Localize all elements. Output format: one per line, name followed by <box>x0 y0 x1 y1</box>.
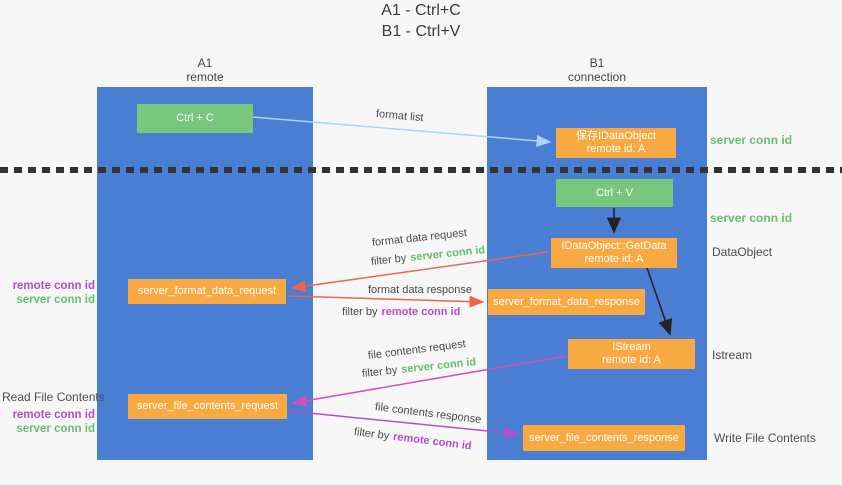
node-ctrl-c-label: Ctrl + C <box>176 112 214 124</box>
file-contents-response-text: file contents response <box>374 401 482 426</box>
node-save-dataobject-line1: 保存IDataObject <box>575 130 657 142</box>
session-separator-dotted-line <box>0 167 842 173</box>
remote-conn-id-text: remote conn id <box>381 306 461 318</box>
column-header-b1: B1 connection <box>487 56 707 84</box>
node-idataobject-getdata: IDataObject::GetData remote id: A <box>551 238 677 268</box>
node-server-format-data-response: server_format_data_response <box>488 289 645 315</box>
server-conn-id-label: server conn id <box>16 294 95 306</box>
format-data-request-text: format data request <box>371 227 468 249</box>
flow-label-format-list: format list <box>375 108 424 124</box>
diagram-title: A1 - Ctrl+C B1 - Ctrl+V <box>0 0 842 42</box>
node-istream: IStream remote id: A <box>568 339 695 369</box>
format-data-response-text: format data response <box>368 284 472 296</box>
node-ctrl-c: Ctrl + C <box>137 104 253 133</box>
format-list-text: format list <box>375 108 425 125</box>
server-conn-id-text: server conn id <box>409 244 486 264</box>
server-conn-id-text: server conn id <box>400 356 477 376</box>
node-save-dataobject-line2: remote id: A <box>586 143 646 155</box>
server-conn-id-label: server conn id <box>16 423 95 435</box>
label-dataobject: DataObject <box>712 245 773 259</box>
node-idataobject-getdata-line2: remote id: A <box>584 253 644 265</box>
label-write-file-contents: Write File Contents <box>714 431 816 445</box>
node-ctrl-v-label: Ctrl + V <box>596 186 633 199</box>
flow-label-format-data-request: format data request <box>371 227 467 249</box>
column-a1-subtitle: remote <box>186 70 224 84</box>
title-line-a1: A1 - Ctrl+C <box>381 2 461 19</box>
title-line-b1: B1 - Ctrl+V <box>381 23 461 40</box>
node-server-file-contents-request-label: server_file_contents_request <box>136 400 279 412</box>
conn-id-group-file: remote conn id server conn id <box>2 408 95 436</box>
flow-label-filter-remote-conn-1: filter by remote conn id <box>342 306 460 318</box>
node-istream-line2: remote id: A <box>602 354 661 366</box>
flow-label-file-contents-response: file contents response <box>374 401 482 426</box>
flow-label-format-data-response: format data response <box>368 284 472 296</box>
filter-by-text: filter by <box>353 426 390 443</box>
node-ctrl-v: Ctrl + V <box>556 179 673 207</box>
node-server-format-data-response-label: server_format_data_response <box>493 295 640 308</box>
filter-by-text: filter by <box>342 306 378 318</box>
node-server-file-contents-response: server_file_contents_response <box>523 425 685 451</box>
column-b1-subtitle: connection <box>567 70 627 84</box>
arrow-format-data-response <box>287 295 485 308</box>
column-b1-name: B1 <box>589 56 605 70</box>
filter-by-text: filter by <box>361 364 398 380</box>
node-server-format-data-request-label: server_format_data_request <box>137 285 277 297</box>
node-server-format-data-request: server_format_data_request <box>128 279 286 304</box>
filter-by-text: filter by <box>370 252 407 268</box>
node-server-file-contents-response-label: server_file_contents_response <box>529 431 679 444</box>
flow-label-filter-remote-conn-2: filter by remote conn id <box>353 426 472 452</box>
node-idataobject-getdata-line1: IDataObject::GetData <box>561 240 667 252</box>
flow-label-filter-server-conn-1: filter by server conn id <box>370 244 485 268</box>
remote-conn-id-text: remote conn id <box>392 430 473 453</box>
label-server-conn-id-top: server conn id <box>710 133 793 147</box>
remote-conn-id-label: remote conn id <box>12 280 95 292</box>
node-server-file-contents-request: server_file_contents_request <box>128 394 287 419</box>
node-save-dataobject: 保存IDataObject remote id: A <box>556 128 676 158</box>
label-server-conn-id-mid: server conn id <box>710 211 793 225</box>
label-read-file-contents: Read File Contents <box>2 390 105 404</box>
label-istream: Istream <box>712 348 753 362</box>
remote-conn-id-label: remote conn id <box>12 409 95 421</box>
conn-id-group-format: remote conn id server conn id <box>2 279 95 307</box>
column-header-a1: A1 remote <box>97 56 313 84</box>
column-a1-name: A1 <box>197 56 213 70</box>
node-istream-line1: IStream <box>612 341 651 353</box>
